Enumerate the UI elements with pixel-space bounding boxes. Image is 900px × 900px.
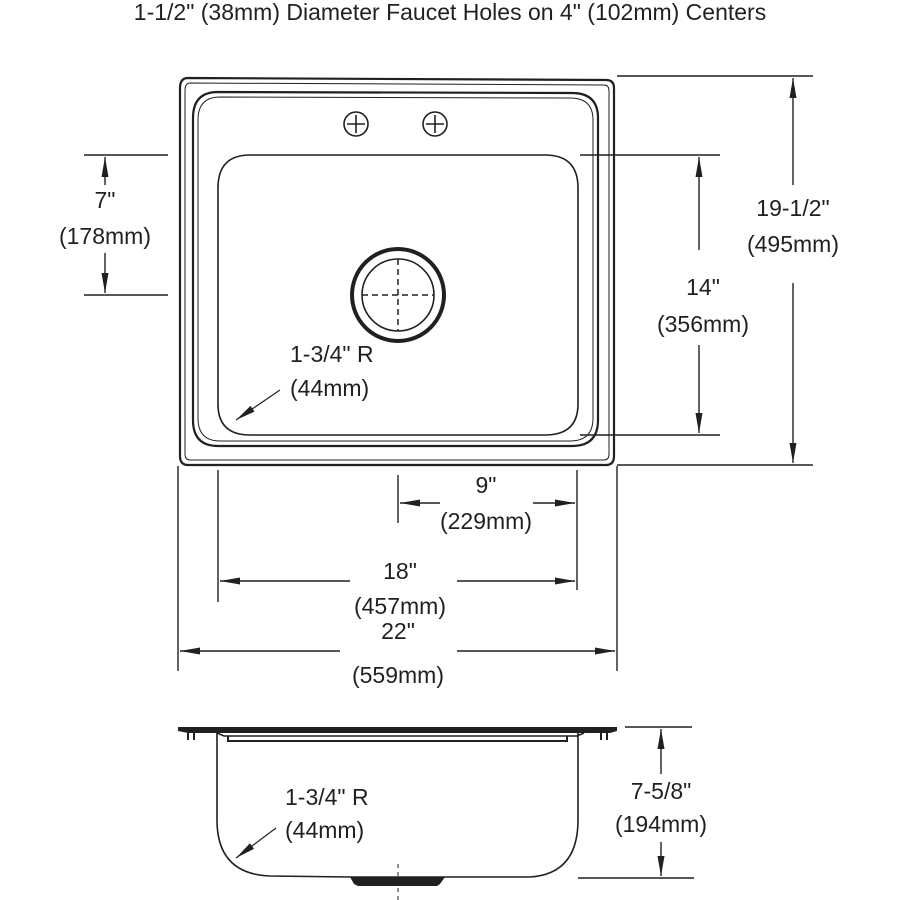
dim-18in-metric: (457mm) [354,593,446,619]
inner-deck-edge [191,90,600,448]
side-rim-channel [216,732,585,737]
drawing-title: 1-1/2" (38mm) Diameter Faucet Holes on 4… [134,0,766,25]
dim-9in-imperial: 9" [476,472,497,498]
radius-leader-side [235,827,277,859]
outer-rim-inner-line [184,82,610,461]
dim-19-5in-metric: (495mm) [747,231,839,257]
dim-22in-imperial: 22" [381,618,415,644]
inner-deck-inner-line [197,96,594,442]
drain-icon [350,247,446,343]
top-radius-imperial: 1-3/4" R [290,341,374,367]
side-flange [178,727,617,733]
dim-7in-metric: (178mm) [59,223,151,249]
outer-rim [178,76,616,467]
dim-9in-metric: (229mm) [440,508,532,534]
faucet-hole-right [422,111,448,137]
dim-depth-imperial: 7-5/8" [631,778,692,804]
dim-7-5-8in: 7-5/8" (194mm) [578,726,707,879]
radius-leader-top [235,389,281,421]
dim-7in-imperial: 7" [95,187,116,213]
top-radius-metric: (44mm) [290,375,369,401]
dim-7in: 7" (178mm) [59,154,168,296]
dim-19-5in-imperial: 19-1/2" [756,195,829,221]
dim-14in: 14" (356mm) [580,154,749,436]
dim-9in: 9" (229mm) [397,470,578,590]
dim-14in-imperial: 14" [686,274,720,300]
dim-18in-imperial: 18" [383,558,417,584]
side-radius-imperial: 1-3/4" R [285,784,369,810]
side-bowl-outline [216,733,579,878]
dim-22in: 22" (559mm) [177,466,618,688]
side-radius-metric: (44mm) [285,817,364,843]
bowl-outline [217,154,579,436]
dim-18in: 18" (457mm) [217,470,575,619]
dim-19-5in: 19-1/2" (495mm) [617,75,839,466]
dim-22in-metric: (559mm) [352,662,444,688]
dim-14in-metric: (356mm) [657,311,749,337]
mounting-clip-right [600,733,608,740]
mounting-clip-left [187,733,195,740]
top-view: 1-3/4" R (44mm) [178,76,616,467]
side-view: 1-3/4" R (44mm) [178,727,617,900]
faucet-hole-left [343,111,369,137]
dim-depth-metric: (194mm) [615,811,707,837]
